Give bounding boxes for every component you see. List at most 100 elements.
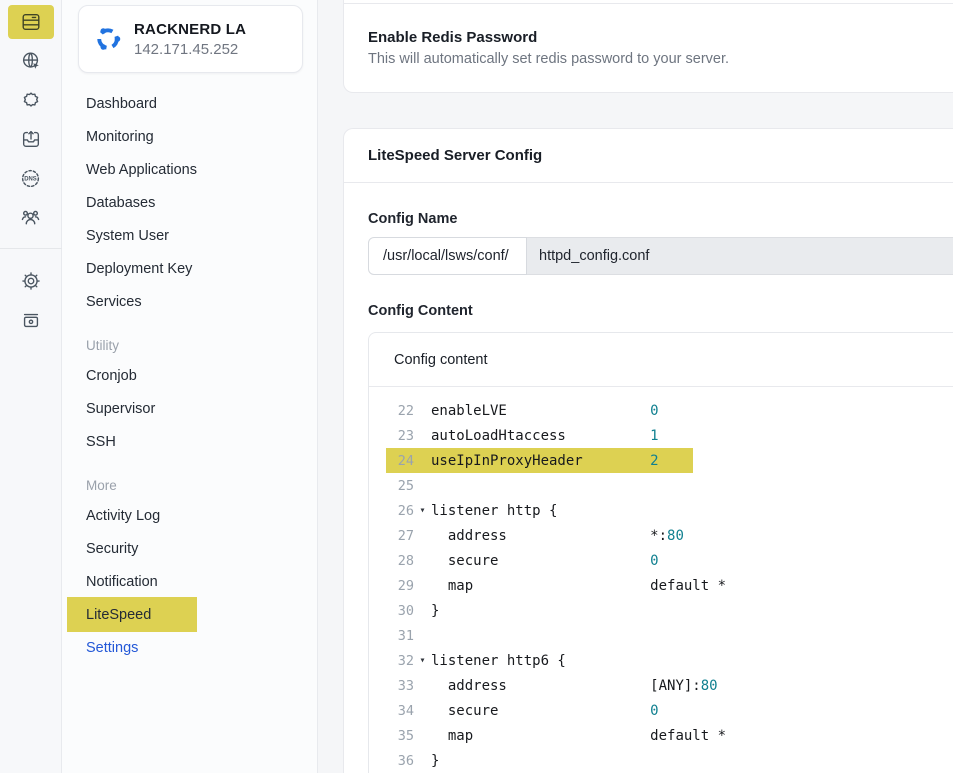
dns-globe-icon: DNS <box>21 169 40 187</box>
sidebar-item-databases[interactable]: Databases <box>86 194 156 211</box>
code-line-24[interactable]: 24 useIpInProxyHeader 2 <box>369 448 953 473</box>
rail-item-archive[interactable] <box>8 303 54 337</box>
code-text: address [ANY]:80 <box>431 677 718 694</box>
burst-hexagon-icon <box>23 92 38 107</box>
code-text: map default * <box>431 727 727 744</box>
redis-password-card: Enable Redis Password This will automati… <box>343 0 953 93</box>
sidebar-item-deployment-key[interactable]: Deployment Key <box>86 260 193 277</box>
fold-arrow-icon[interactable]: ▾ <box>419 655 426 666</box>
line-number: 30 <box>397 602 414 619</box>
code-line-25[interactable]: 25 <box>369 473 953 498</box>
line-number: 23 <box>397 427 414 444</box>
line-number: 22 <box>397 402 414 419</box>
sidebar-item-litespeed[interactable]: LiteSpeed <box>62 597 317 632</box>
rail-item-dns[interactable]: DNS <box>8 161 54 195</box>
line-number: 34 <box>397 702 414 719</box>
deploy-box-icon <box>22 130 39 148</box>
gear-icon <box>21 272 40 290</box>
rail-item-deployment[interactable] <box>8 122 54 156</box>
sidebar-section-utility: Utility <box>86 337 119 353</box>
litespeed-config-card: LiteSpeed Server Config Config Name /usr… <box>343 128 953 773</box>
line-number: 24 <box>397 452 414 469</box>
sidebar-item-dashboard[interactable]: Dashboard <box>86 95 157 112</box>
sidebar-section-more: More <box>86 477 117 493</box>
code-editor[interactable]: 22 enableLVE 0 23 autoLoadHtaccess 1 24 useIp… <box>369 387 953 773</box>
rail-item-settings[interactable] <box>8 264 54 298</box>
rail-item-apps[interactable] <box>8 83 54 117</box>
sidebar-item-ssh[interactable]: SSH <box>86 433 116 450</box>
config-name-input[interactable] <box>527 237 953 275</box>
litespeed-card-title: LiteSpeed Server Config <box>344 129 953 183</box>
code-text: listener http6 { <box>431 652 566 669</box>
config-name-label: Config Name <box>368 211 458 227</box>
rail-item-users[interactable] <box>8 200 54 234</box>
rail-item-server[interactable] <box>7 5 54 39</box>
code-text: } <box>431 752 440 769</box>
code-text: useIpInProxyHeader 2 <box>431 452 659 469</box>
line-number: 31 <box>397 627 414 644</box>
sidebar-item-supervisor[interactable]: Supervisor <box>86 400 156 417</box>
sidebar-item-web-applications[interactable]: Web Applications <box>86 161 197 178</box>
code-line-26[interactable]: 26 ▾ listener http { <box>369 498 953 523</box>
server-card[interactable]: RACKNERD LA 142.171.45.252 <box>78 5 303 73</box>
code-line-30[interactable]: 30} <box>369 598 953 623</box>
code-text: address *:80 <box>431 527 684 544</box>
rail-divider <box>0 248 62 249</box>
icon-rail: DNS <box>0 0 62 773</box>
code-line-23[interactable]: 23 autoLoadHtaccess 1 <box>369 423 953 448</box>
line-number: 36 <box>397 752 414 769</box>
line-number: 33 <box>397 677 414 694</box>
code-line-33[interactable]: 33 address [ANY]:80 <box>369 673 953 698</box>
code-text: listener http { <box>431 502 558 519</box>
line-number: 32 <box>397 652 414 669</box>
code-line-31[interactable]: 31 <box>369 623 953 648</box>
sidebar-item-system-user[interactable]: System User <box>86 227 169 244</box>
code-text: enableLVE 0 <box>431 402 659 419</box>
sidebar-item-security[interactable]: Security <box>86 540 139 557</box>
fold-arrow-icon[interactable]: ▾ <box>419 505 426 516</box>
code-line-27[interactable]: 27 address *:80 <box>369 523 953 548</box>
globe-cursor-icon <box>22 52 39 69</box>
code-text: secure 0 <box>431 552 659 569</box>
code-text: autoLoadHtaccess 1 <box>431 427 659 444</box>
sidebar-item-cronjob[interactable]: Cronjob <box>86 367 137 384</box>
code-line-22[interactable]: 22 enableLVE 0 <box>369 398 953 423</box>
line-number: 29 <box>397 577 414 594</box>
code-line-34[interactable]: 34 secure 0 <box>369 698 953 723</box>
line-number: 35 <box>397 727 414 744</box>
sidebar-item-settings[interactable]: Settings <box>86 639 139 656</box>
sidebar-item-services[interactable]: Services <box>86 293 142 310</box>
code-text: secure 0 <box>431 702 659 719</box>
code-line-29[interactable]: 29 map default * <box>369 573 953 598</box>
sidebar-item-activity-log[interactable]: Activity Log <box>86 507 161 524</box>
config-path-prefix: /usr/local/lsws/conf/ <box>368 237 527 275</box>
code-line-32[interactable]: 32 ▾ listener http6 { <box>369 648 953 673</box>
line-number: 25 <box>397 477 414 494</box>
sidebar-item-monitoring[interactable]: Monitoring <box>86 128 154 145</box>
line-number: 28 <box>397 552 414 569</box>
server-name: RACKNERD LA <box>134 20 247 38</box>
svg-text:DNS: DNS <box>24 176 37 182</box>
redis-card-title: Enable Redis Password <box>368 29 538 46</box>
server-icon <box>22 13 39 31</box>
code-line-35[interactable]: 35 map default * <box>369 723 953 748</box>
config-name-group: /usr/local/lsws/conf/ <box>368 237 953 275</box>
config-content-label: Config Content <box>368 303 473 319</box>
code-line-28[interactable]: 28 secure 0 <box>369 548 953 573</box>
code-text: map default * <box>431 577 727 594</box>
main-content: Enable Redis Password This will automati… <box>318 0 953 773</box>
archive-box-icon <box>23 313 38 328</box>
code-text: } <box>431 602 440 619</box>
server-ip: 142.171.45.252 <box>134 40 239 58</box>
sidebar-item-notification[interactable]: Notification <box>86 573 158 590</box>
line-number: 26 <box>397 502 414 519</box>
line-number: 27 <box>397 527 414 544</box>
ubuntu-logo-icon <box>97 28 121 50</box>
redis-card-subtitle: This will automatically set redis passwo… <box>368 51 730 67</box>
code-line-36[interactable]: 36} <box>369 748 953 773</box>
rail-item-web-applications[interactable] <box>8 44 54 78</box>
